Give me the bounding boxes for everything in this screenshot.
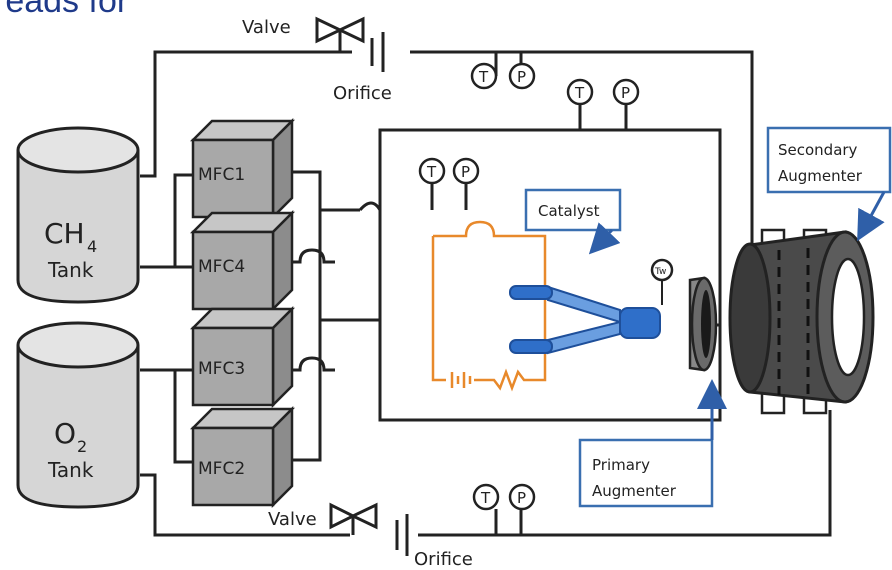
pressure-sensor-label: P [621,84,630,102]
o2-formula-label: O [54,417,76,450]
temp-sensor-label: T [426,163,437,181]
secondary-augmenter-label-line1: Secondary [778,141,858,159]
secondary-augmenter [728,228,875,415]
mfc2-box [189,405,296,509]
o2-tank [16,321,140,509]
temp-sensor-label: T [574,84,585,102]
ch4-subscript-label: 4 [87,237,97,256]
ch4-tank-label: Tank [47,258,94,282]
heating-circuit [431,220,547,392]
orifice-bottom-label: Orifice [414,549,473,570]
mfc3-box [189,305,296,409]
o2-subscript-label: 2 [77,437,87,456]
temp-sensor-label: T [478,68,489,86]
mfc4-label: MFC4 [198,257,245,277]
callout-arrows [588,191,886,440]
cut-off-title: reads for [0,0,129,20]
primary-augmenter-label-line2: Augmenter [592,482,677,500]
ch4-formula-label: CH [44,217,85,250]
valve-orifice-bottom [329,502,409,556]
valve-top-label: Valve [242,17,291,38]
primary-augmenter-label-line1: Primary [592,456,650,474]
catalyst-tubes [509,280,663,355]
primary-augmenter [688,276,718,372]
callouts [524,126,892,508]
pressure-sensor-label: P [517,68,526,86]
wall-temp-sensor-label: Tw [654,267,666,277]
o2-tank-label: Tank [47,458,94,482]
mfc2-label: MFC2 [198,459,245,479]
orifice-top-label: Orifice [333,83,392,104]
pressure-sensor-label: P [461,163,470,181]
temp-sensor-label: T [480,489,491,507]
secondary-augmenter-label-line2: Augmenter [778,167,863,185]
valve-orifice-top [315,16,385,72]
catalyst-label: Catalyst [538,202,600,220]
ch4-tank [16,126,140,304]
valve-bottom-label: Valve [268,509,317,530]
mfc3-label: MFC3 [198,359,245,379]
mfc1-label: MFC1 [198,165,245,185]
pressure-sensor-label: P [517,489,526,507]
mfc1-box [189,117,296,221]
mfc4-box [189,209,296,313]
